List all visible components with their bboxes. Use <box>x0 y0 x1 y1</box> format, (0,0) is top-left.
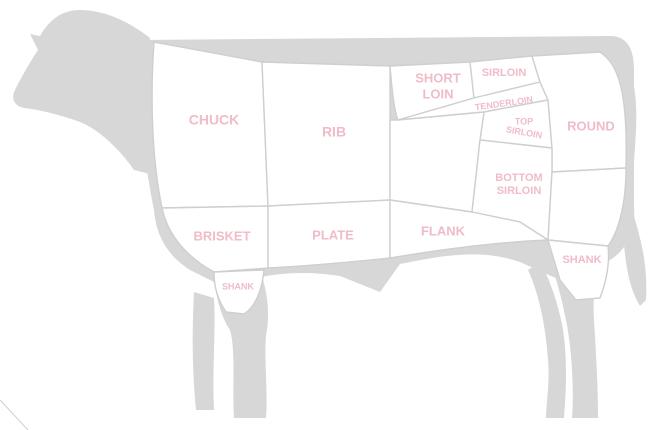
label-chuck: CHUCK <box>189 112 240 128</box>
label-bottom-sirloin-line2: SIRLOIN <box>497 185 542 197</box>
label-short-loin-line2: LOIN <box>422 86 453 101</box>
label-flank: FLANK <box>421 223 466 238</box>
region-loin-middle <box>390 112 484 212</box>
cow-head <box>13 10 158 176</box>
label-sirloin: SIRLOIN <box>482 67 527 79</box>
label-rib: RIB <box>322 124 346 140</box>
label-bottom-sirloin-line1: BOTTOM <box>495 172 542 184</box>
label-round: ROUND <box>567 118 615 133</box>
cow-front-leg-2 <box>193 292 215 410</box>
label-brisket: BRISKET <box>193 228 250 243</box>
label-short-loin-line1: SHORT <box>415 70 461 85</box>
label-front-shank: SHANK <box>222 281 255 291</box>
corner-line <box>0 400 28 430</box>
label-plate: PLATE <box>312 227 354 242</box>
region-rear-shank <box>548 240 609 300</box>
label-top-sirloin-line1: TOP <box>515 116 533 126</box>
region-round-lower <box>548 168 626 246</box>
label-rear-shank: SHANK <box>562 254 601 266</box>
